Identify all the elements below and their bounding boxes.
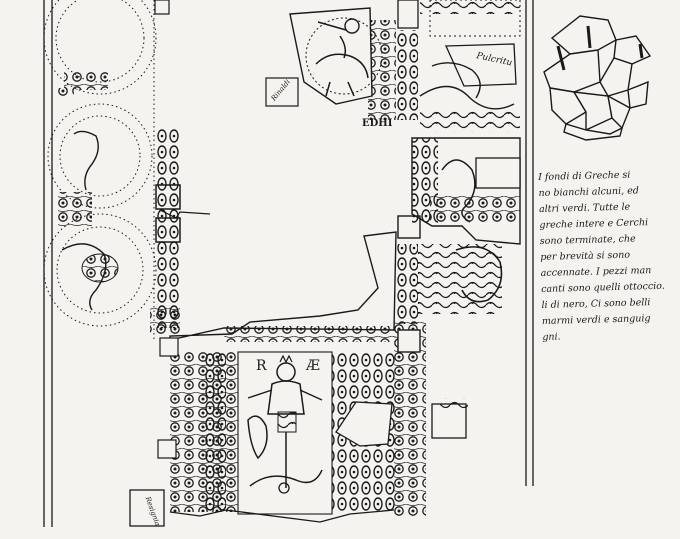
top-band xyxy=(154,0,521,132)
stone-sketch xyxy=(543,15,652,141)
frame-lines xyxy=(43,0,534,527)
left-ornaments xyxy=(54,72,211,336)
edhi-inscription: EDHI xyxy=(362,118,393,129)
panel-letters-right: Æ xyxy=(305,358,320,374)
main-fragment: R Æ xyxy=(157,231,468,523)
left-medallions xyxy=(43,0,157,340)
panel-letters-left: R xyxy=(256,358,267,374)
rider-fragment xyxy=(265,7,383,107)
bottom-label-panel xyxy=(129,489,165,527)
right-fragments xyxy=(392,43,521,324)
handwritten-note: I fondi di Greche si no bianchi alcuni, … xyxy=(538,166,677,345)
